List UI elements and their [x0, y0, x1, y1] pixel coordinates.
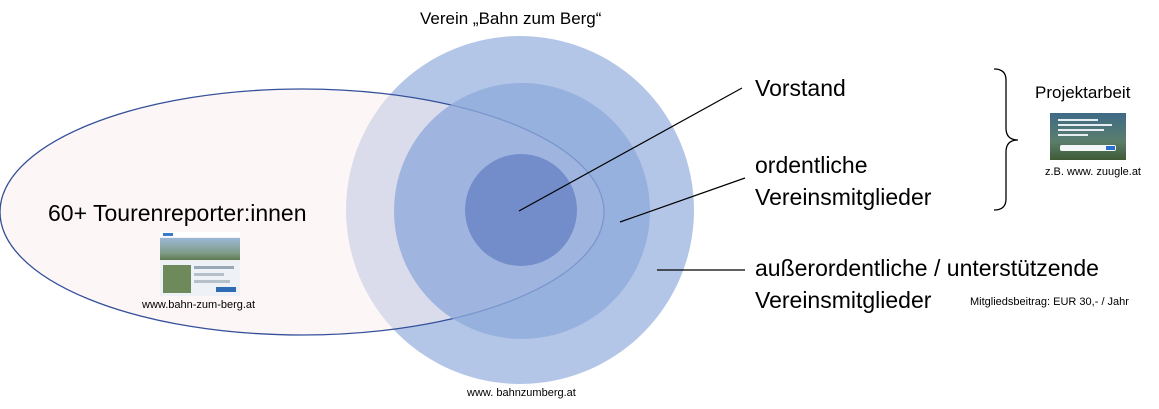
vorstand-connector-line	[518, 87, 743, 212]
ausser-label-line1: außerordentliche / unterstützende	[755, 255, 1099, 281]
vorstand-label: Vorstand	[755, 75, 846, 101]
bahn-zum-berg-url: www.bahn-zum-berg.at	[142, 299, 256, 311]
mitgliedsbeitrag-note: Mitgliedsbeitrag: EUR 30,- / Jahr	[970, 296, 1129, 308]
tourenreporter-label: 60+ Tourenreporter:innen	[48, 200, 307, 226]
projektarbeit-brace	[993, 68, 1019, 211]
bahn-zum-berg-thumbnail	[160, 232, 240, 296]
ordentliche-connector-line	[619, 177, 746, 223]
diagram-title: Verein „Bahn zum Berg“	[420, 9, 602, 28]
projektarbeit-label: Projektarbeit	[1035, 83, 1131, 102]
ordentliche-label-line2: Vereinsmitglieder	[755, 184, 932, 210]
ordentliche-label-line1: ordentliche	[755, 152, 868, 178]
ausser-label-line2: Vereinsmitglieder	[755, 287, 932, 313]
bahnzumberg-url: www. bahnzumberg.at	[467, 387, 576, 399]
zuugle-thumbnail	[1050, 113, 1126, 160]
zuugle-url: z.B. www. zuugle.at	[1045, 166, 1141, 178]
